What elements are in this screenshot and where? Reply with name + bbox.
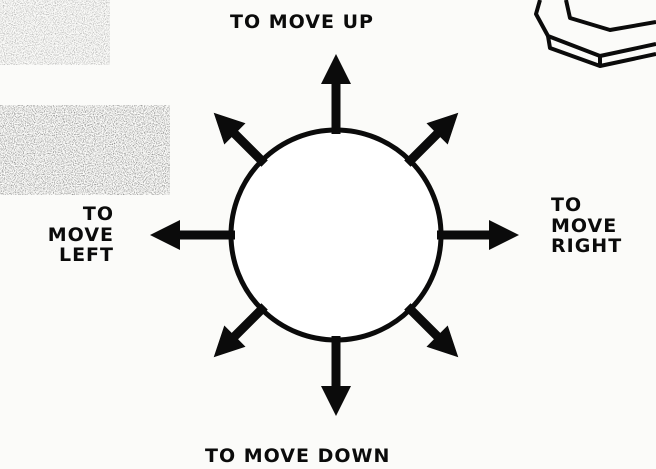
arrow-up-right-icon <box>404 113 458 167</box>
label-move-right: TO MOVE RIGHT <box>551 195 622 257</box>
arrow-down-left-icon <box>214 303 268 357</box>
label-move-down: TO MOVE DOWN <box>205 446 390 467</box>
label-move-left-line: MOVE <box>18 225 114 246</box>
arrow-right-icon <box>437 220 519 250</box>
arrow-down-right-icon <box>404 303 458 357</box>
label-move-right-line: MOVE <box>551 216 622 237</box>
label-move-left-line: TO <box>18 204 114 225</box>
label-move-right-line: TO <box>551 195 622 216</box>
arrow-up-icon <box>321 54 351 134</box>
joystick-base-icon <box>536 0 656 66</box>
arrow-up-left-icon <box>214 113 268 167</box>
print-smudge <box>0 0 170 195</box>
label-move-up: TO MOVE UP <box>230 12 374 33</box>
arrow-left-icon <box>150 220 235 250</box>
label-move-left-line: LEFT <box>18 245 114 266</box>
label-move-right-line: RIGHT <box>551 236 622 257</box>
label-move-left: TO MOVE LEFT <box>18 204 114 266</box>
arrow-down-icon <box>321 336 351 416</box>
